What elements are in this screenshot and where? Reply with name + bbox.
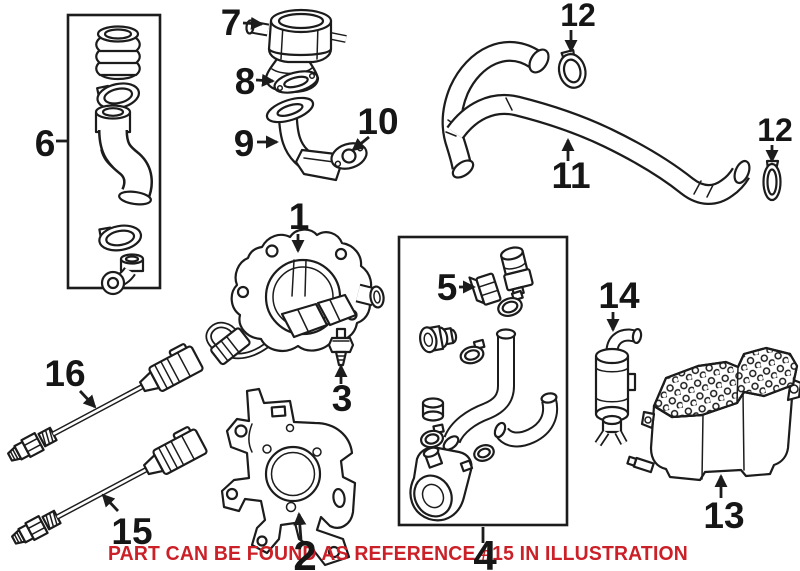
part-8-gasket-drawing (273, 70, 319, 94)
part-9-pipe-drawing (265, 96, 344, 182)
part-label-11: 11 (551, 155, 590, 196)
part-1-air-pump-drawing (205, 228, 385, 366)
part-labels: 1 2 3 4 5 6 7 8 9 10 11 12 12 13 14 15 1… (35, 0, 793, 571)
arrow-part-8 (255, 73, 275, 87)
part-label-2: 2 (293, 532, 316, 571)
part-label-14: 14 (598, 275, 640, 316)
part-label-12-right: 12 (757, 112, 793, 148)
part-label-7: 7 (221, 2, 242, 43)
part-13-canister-drawing (626, 346, 800, 482)
part-label-9: 9 (234, 123, 255, 164)
caption-text: PART CAN BE FOUND AS REFERENCE #15 IN IL… (108, 543, 688, 565)
part-label-10: 10 (357, 101, 398, 142)
arrow-part-2 (293, 512, 307, 541)
part-label-6: 6 (35, 123, 56, 164)
part-label-8: 8 (235, 61, 256, 102)
part-label-3: 3 (332, 378, 353, 419)
part-2-bracket-drawing (220, 387, 357, 567)
part-label-5: 5 (437, 267, 458, 308)
part-label-13: 13 (703, 495, 744, 536)
part-3-sensor-drawing (327, 327, 355, 367)
arrow-part-15 (101, 493, 120, 512)
part-label-4: 4 (473, 532, 497, 571)
part-6-hose-kit-drawing (66, 13, 162, 296)
part-label-16: 16 (44, 353, 85, 394)
part-12-clamp-right-drawing (762, 159, 782, 202)
part-11-hose-drawing (441, 40, 751, 205)
arrow-part-7 (242, 16, 264, 30)
part-14-filter-drawing (594, 327, 643, 447)
arrow-part-10 (351, 135, 370, 152)
arrow-part-16 (78, 390, 97, 409)
part-4-kit-box-drawing (397, 235, 569, 527)
leader-arrows (56, 16, 779, 543)
part-label-1: 1 (289, 196, 310, 237)
part-12-clamp-left-drawing (557, 49, 587, 89)
part-label-15: 15 (111, 511, 152, 552)
part-label-12-left: 12 (560, 0, 596, 33)
